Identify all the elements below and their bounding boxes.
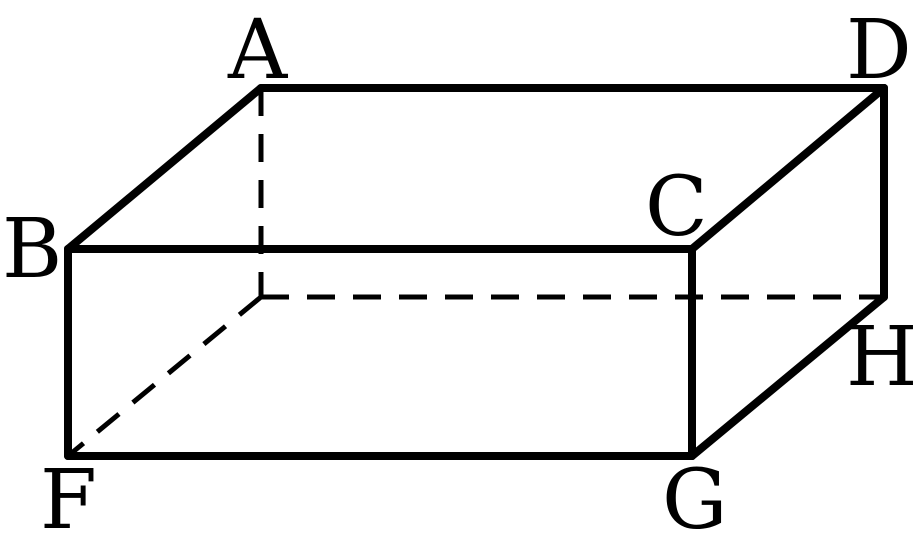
edge-gh bbox=[688, 293, 888, 460]
vertex-label-d: D bbox=[846, 3, 912, 98]
vertex-label-a: A bbox=[227, 3, 289, 98]
edge-ab bbox=[64, 84, 265, 253]
vertex-label-b: B bbox=[2, 202, 62, 297]
edge-ef bbox=[66, 295, 263, 458]
vertex-label-h: H bbox=[846, 310, 918, 405]
vertex-label-g: G bbox=[662, 453, 728, 548]
vertex-label-f: F bbox=[40, 453, 97, 548]
vertex-label-c: C bbox=[645, 160, 708, 255]
hidden-edges bbox=[66, 88, 884, 458]
vertex-labels: A D C B H F G bbox=[2, 3, 918, 548]
visible-edges bbox=[64, 84, 888, 460]
edge-cd bbox=[688, 84, 888, 253]
